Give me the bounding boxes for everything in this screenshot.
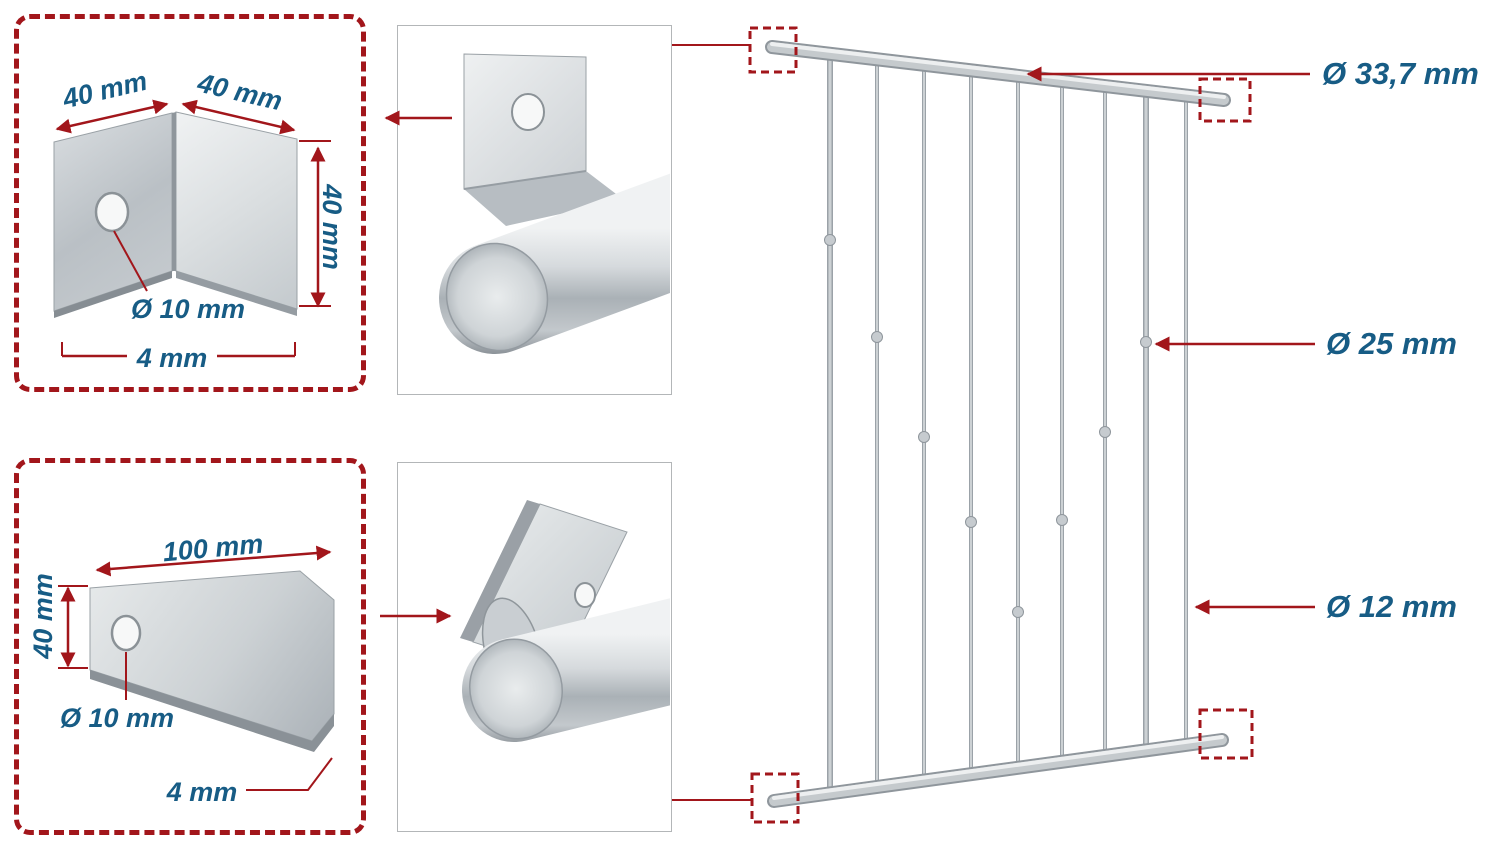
- target-bottom-right: [1198, 708, 1254, 760]
- target-bottom-left: [750, 772, 800, 824]
- dim-grille-bar: Ø 12 mm: [1326, 589, 1457, 624]
- diameter-leader-lines: [1026, 66, 1315, 615]
- angle-bracket-illustration: [53, 111, 298, 318]
- grille-top-rail: [765, 40, 1231, 107]
- angle-bracket-dimension-arrows: [55, 99, 331, 358]
- detail-target-markers: [748, 26, 1254, 824]
- grille-bar-balls: [824, 234, 1152, 618]
- grille-bars: [827, 57, 1188, 790]
- grille-illustration: [765, 40, 1231, 808]
- tube-end-cap: [445, 242, 549, 352]
- dim-angle-height: 40 mm: [317, 184, 347, 270]
- dim-grille-top-rail: Ø 33,7 mm: [1322, 56, 1479, 91]
- target-top-left: [748, 26, 798, 74]
- grille-bottom-rail: [767, 733, 1229, 808]
- connector-lines: [380, 44, 751, 801]
- flat-plate-detail-render: [460, 500, 670, 742]
- dim-angle-thickness: 4 mm: [136, 343, 208, 373]
- flat-plate-dimension-arrows: [58, 545, 333, 791]
- dim-angle-hole: Ø 10 mm: [130, 294, 246, 324]
- bracket-hole: [94, 191, 130, 233]
- dim-grille-post: Ø 25 mm: [1326, 326, 1457, 361]
- dim-plate-hole: Ø 10 mm: [59, 703, 175, 733]
- target-top-right: [1198, 77, 1252, 123]
- dim-plate-height: 40 mm: [28, 573, 58, 659]
- dim-plate-thickness: 4 mm: [166, 777, 238, 807]
- plate-hole: [110, 614, 142, 652]
- bracket-fold-edge: [172, 112, 176, 271]
- tube-end-cap: [469, 638, 563, 740]
- angle-bracket-panel: [14, 14, 366, 392]
- flat-plate-panel: [14, 458, 366, 835]
- angle-bracket-detail-render: [439, 53, 670, 354]
